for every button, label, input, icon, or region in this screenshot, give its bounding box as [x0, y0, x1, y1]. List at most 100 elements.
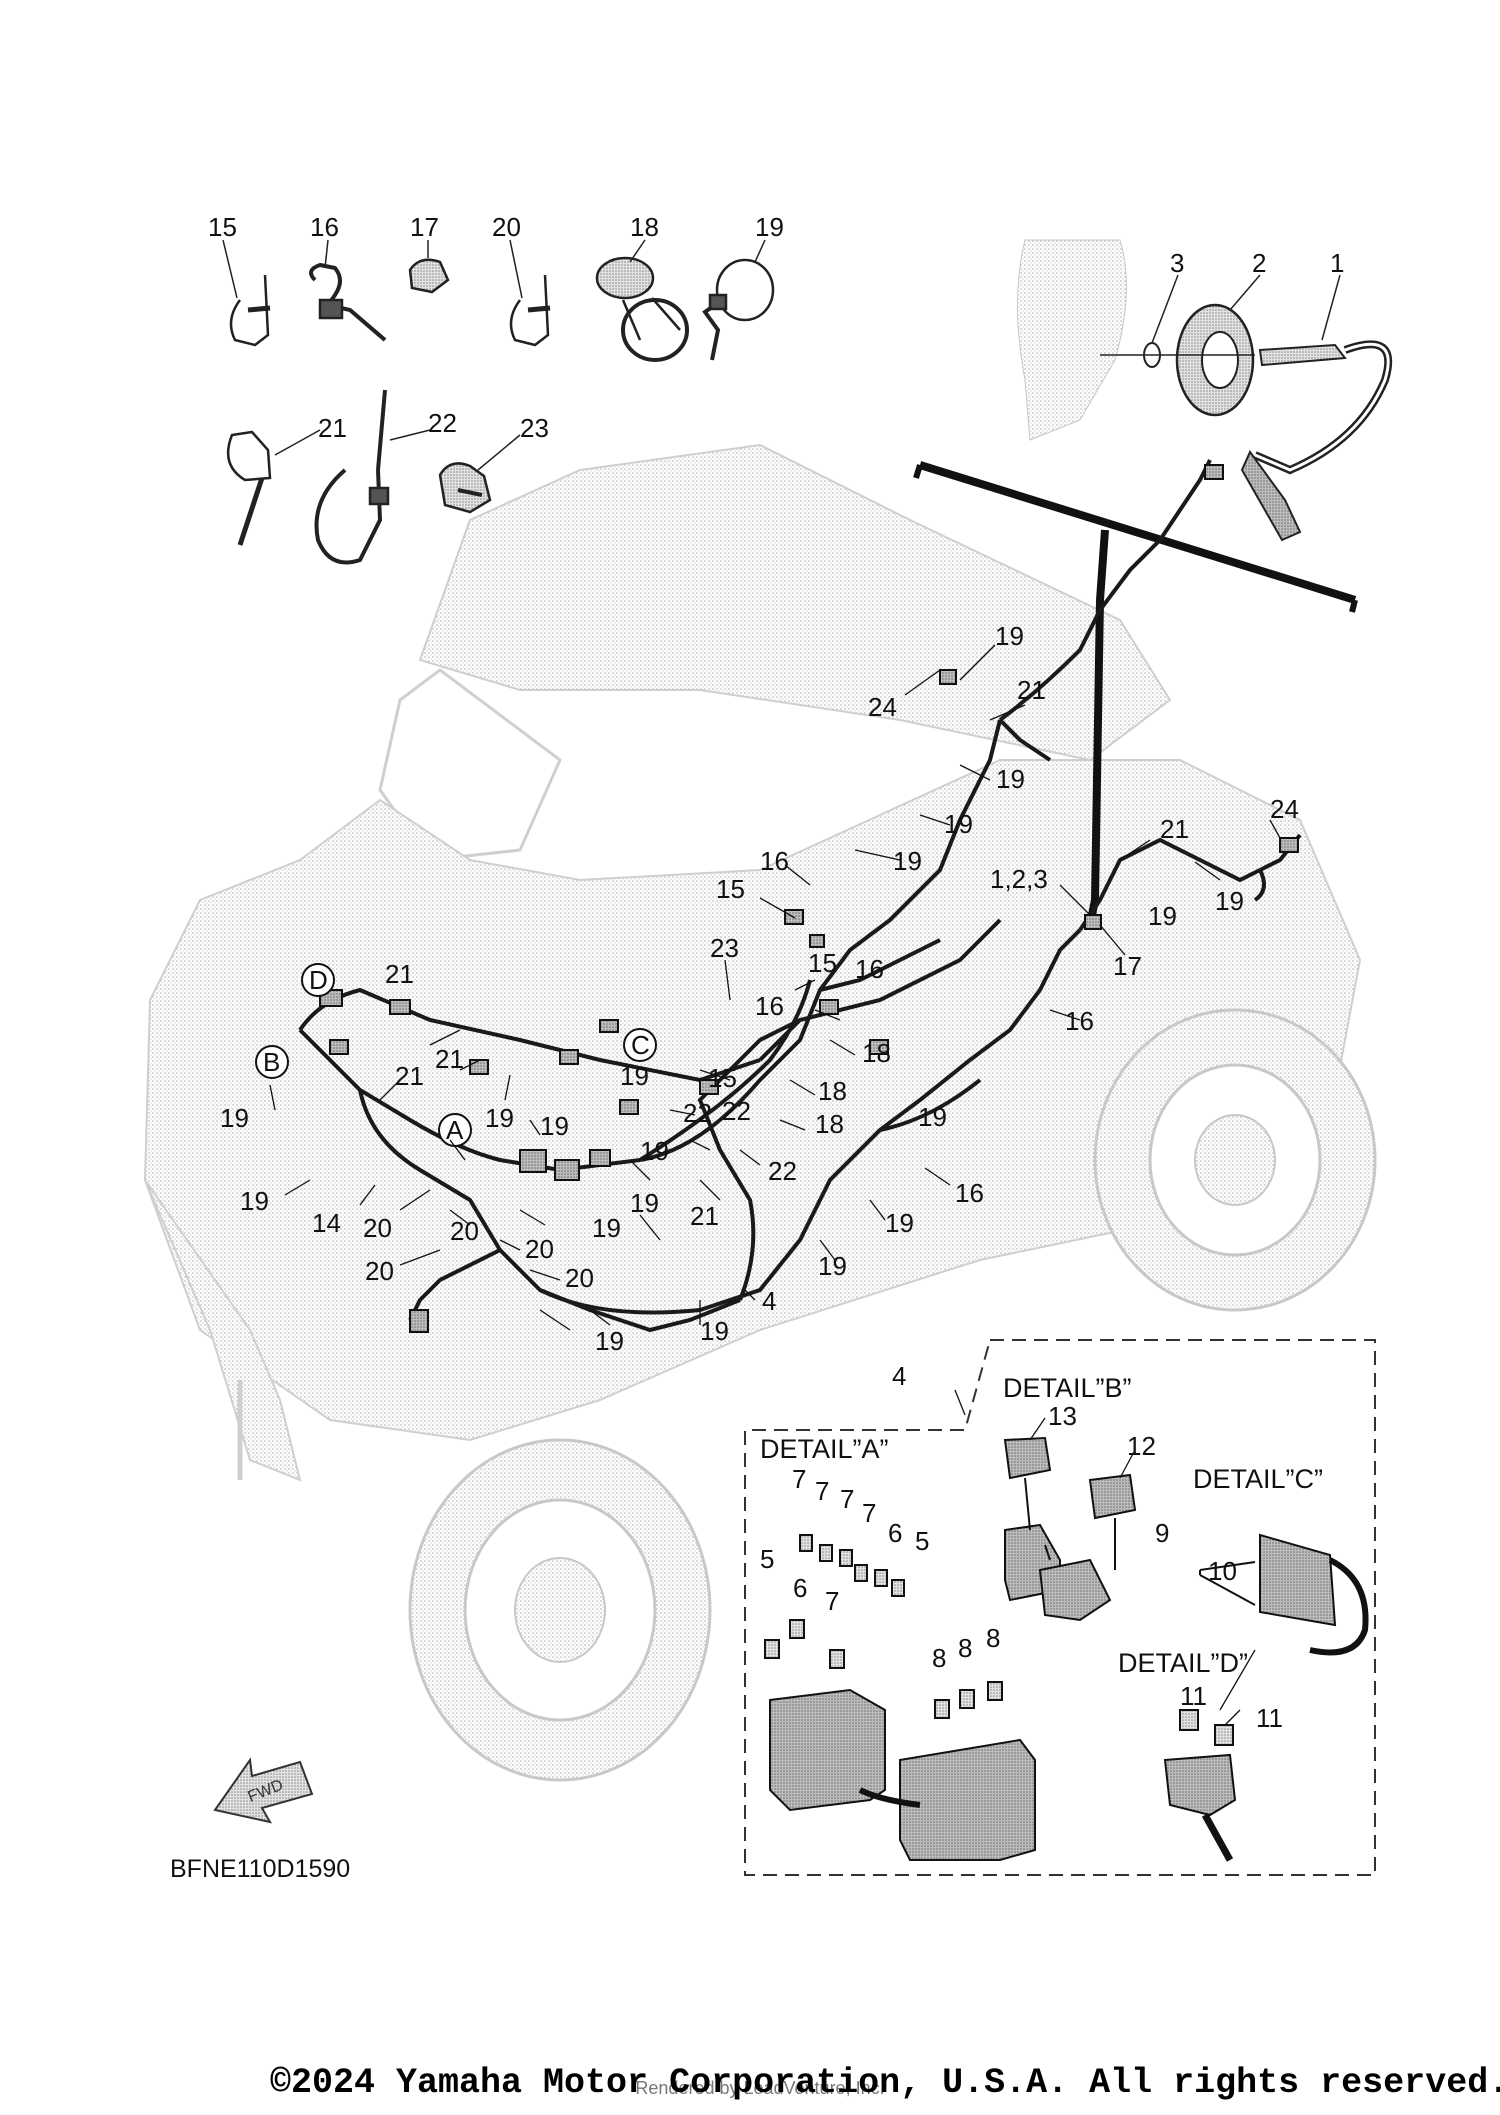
detail-d-fuses [1163, 1709, 1237, 1862]
callout-center-17: 19 [540, 1111, 569, 1141]
callout-right-17: 19 [818, 1251, 847, 1281]
callout-left-11: 20 [525, 1234, 554, 1264]
callout-top-18: 18 [630, 212, 659, 242]
main-wiring-harness [298, 459, 1302, 1333]
callout-center-16: 19 [630, 1188, 659, 1218]
detail-a-label-12: 8 [986, 1623, 1000, 1653]
part-16-clip-tie-icon [309, 239, 387, 342]
part-23-clip-icon [438, 434, 521, 514]
callout-center-7: 18 [862, 1038, 891, 1068]
callout-left-5: 21 [395, 1061, 424, 1091]
callout-left-15: 19 [640, 1136, 669, 1166]
part-18-clamp-icon [595, 239, 689, 362]
callout-right-14: 16 [955, 1178, 984, 1208]
part-19-tie-icon [702, 239, 775, 361]
callout-center-15: 21 [690, 1201, 719, 1231]
vehicle-body [143, 759, 1362, 1442]
callout-top-19: 19 [755, 212, 784, 242]
detail-b-relays [1003, 1436, 1137, 1622]
grommet-inset [913, 239, 1393, 926]
detail-a-label-1: 7 [792, 1464, 806, 1494]
front-wheel [408, 1438, 712, 1782]
marker-a-label: A [446, 1115, 464, 1145]
callout-left-3: 19 [485, 1103, 514, 1133]
detail-frame [744, 1339, 1376, 1876]
marker-c-label: C [631, 1030, 650, 1060]
detail-a-label-5: 5 [760, 1544, 774, 1574]
part-20-band-icon [509, 239, 551, 347]
callout-left-8: 14 [312, 1208, 341, 1238]
callout-center-12: 22 [683, 1098, 712, 1128]
callout-right-1: 19 [995, 621, 1024, 651]
callout-center-4: 15 [808, 948, 837, 978]
callout-right-13: 16 [1065, 1006, 1094, 1036]
part-15-band-icon [222, 239, 271, 347]
callout-right-6: 19 [893, 846, 922, 876]
callout-center-10: 15 [708, 1063, 737, 1093]
callout-grommet-1: 1 [1330, 248, 1344, 278]
callout-top-17: 17 [410, 212, 439, 242]
callout-right-12: 17 [1113, 951, 1142, 981]
callout-right-2: 24 [868, 692, 897, 722]
detail-d-label-11b: 11 [1256, 1703, 1283, 1733]
callout-center-9: 18 [815, 1109, 844, 1139]
callout-left-9: 20 [363, 1213, 392, 1243]
callout-center-3: 23 [710, 933, 739, 963]
marker-b-label: B [263, 1047, 280, 1077]
callout-left-13: 20 [565, 1263, 594, 1293]
callout-right-11: 19 [1215, 886, 1244, 916]
sensor-connector-icon [1258, 343, 1347, 367]
callout-right-9: 24 [1270, 794, 1299, 824]
fwd-arrow-icon [213, 1757, 314, 1824]
callout-right-19: 4 [762, 1286, 776, 1316]
callout-right-10: 19 [1148, 901, 1177, 931]
detail-d-label-11a: 11 [1180, 1681, 1207, 1711]
callout-second-22: 22 [428, 408, 457, 438]
detail-a-title: DETAIL”A” [760, 1434, 889, 1464]
detail-c-module [1199, 1533, 1369, 1656]
part-21-tie-icon [226, 429, 321, 546]
callout-top-20: 20 [492, 212, 521, 242]
callout-left-6: 19 [240, 1186, 269, 1216]
copyright-notice: ©2024 Yamaha Motor Corporation, U.S.A. A… [270, 2063, 1500, 2103]
callout-right-3: 21 [1017, 675, 1046, 705]
part-22-tie-icon [314, 389, 431, 565]
detail-c-label-9: 9 [1155, 1518, 1169, 1548]
detail-a-label-9: 7 [825, 1586, 839, 1616]
detail-b-title: DETAIL”B” [1003, 1373, 1132, 1403]
callout-left-12: 20 [365, 1256, 394, 1286]
detail-a-label-7: 6 [888, 1518, 902, 1548]
detail-a-label-4: 7 [862, 1498, 876, 1528]
callout-center-11: 22 [722, 1096, 751, 1126]
diagram-code: BFNE110D1590 [170, 1855, 350, 1883]
marker-d-label: D [309, 965, 328, 995]
detail-c-title: DETAIL”C” [1193, 1464, 1323, 1494]
callout-left-10: 20 [450, 1216, 479, 1246]
marker-c [623, 1028, 657, 1062]
callout-right-18: 19 [700, 1316, 729, 1346]
callout-right-7: 1,2,3 [990, 864, 1048, 894]
callout-center-6: 16 [755, 991, 784, 1021]
vehicle-windshield [378, 668, 562, 862]
callout-left-7: 19 [592, 1213, 621, 1243]
callout-labels: 15 16 17 20 18 19 21 22 23 3 2 1 19 24 2… [170, 212, 1344, 1883]
callout-right-16: 19 [885, 1208, 914, 1238]
vehicle-outline [143, 443, 1377, 1782]
callout-center-14: 19 [620, 1061, 649, 1091]
detail-d-title: DETAIL”D” [1118, 1648, 1248, 1678]
rear-wheel [1093, 1008, 1377, 1312]
vehicle-front-lower [144, 1179, 302, 1482]
callout-right-4: 19 [996, 764, 1025, 794]
detail-frame-ref: 4 [892, 1361, 906, 1391]
detail-a-label-11: 8 [958, 1633, 972, 1663]
inset-pointer-bracket [918, 461, 1357, 604]
callout-center-1: 16 [760, 846, 789, 876]
harness-connectors [319, 464, 1299, 1333]
marker-b [255, 1045, 289, 1079]
callout-left-14: 19 [595, 1326, 624, 1356]
callout-top-16: 16 [310, 212, 339, 242]
callout-left-1: 21 [385, 959, 414, 989]
callout-right-8: 21 [1160, 814, 1189, 844]
